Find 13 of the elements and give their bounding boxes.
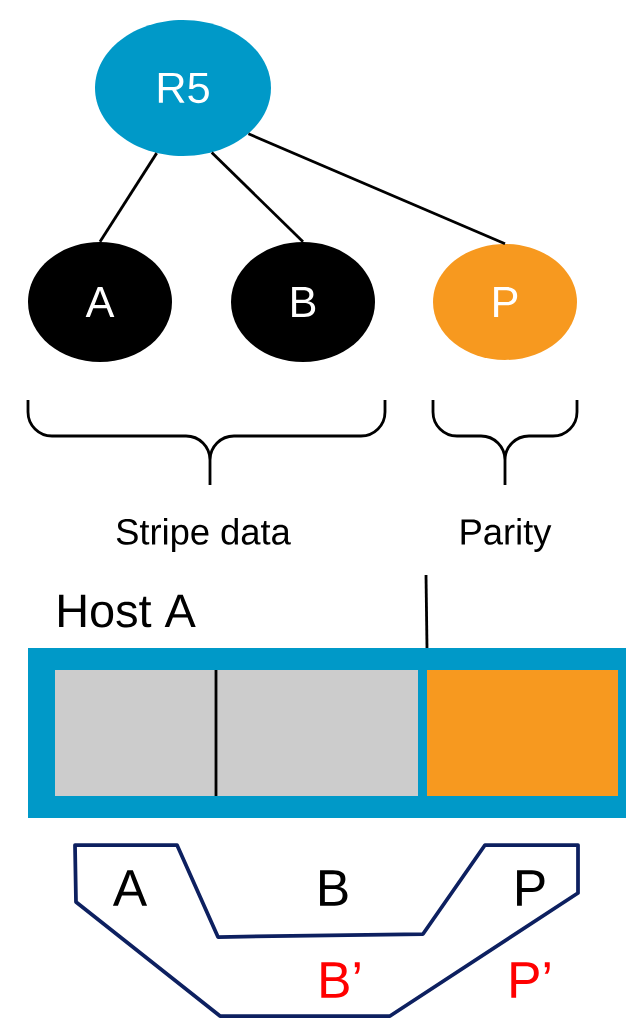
ellipse-node: P [433,244,577,360]
group-label: Stripe data [116,518,291,552]
host-heading: Host A [59,594,196,628]
ellipse-node: A [28,242,172,362]
parity-cell [427,670,618,796]
group-label: Parity [461,518,552,552]
connector-line [98,152,158,243]
ellipse-node: B [231,242,375,362]
connector-line [247,132,506,246]
data-cell [55,670,216,796]
connector-line [210,151,304,243]
data-cell [216,670,418,796]
ellipse-node: R5 [95,20,271,156]
